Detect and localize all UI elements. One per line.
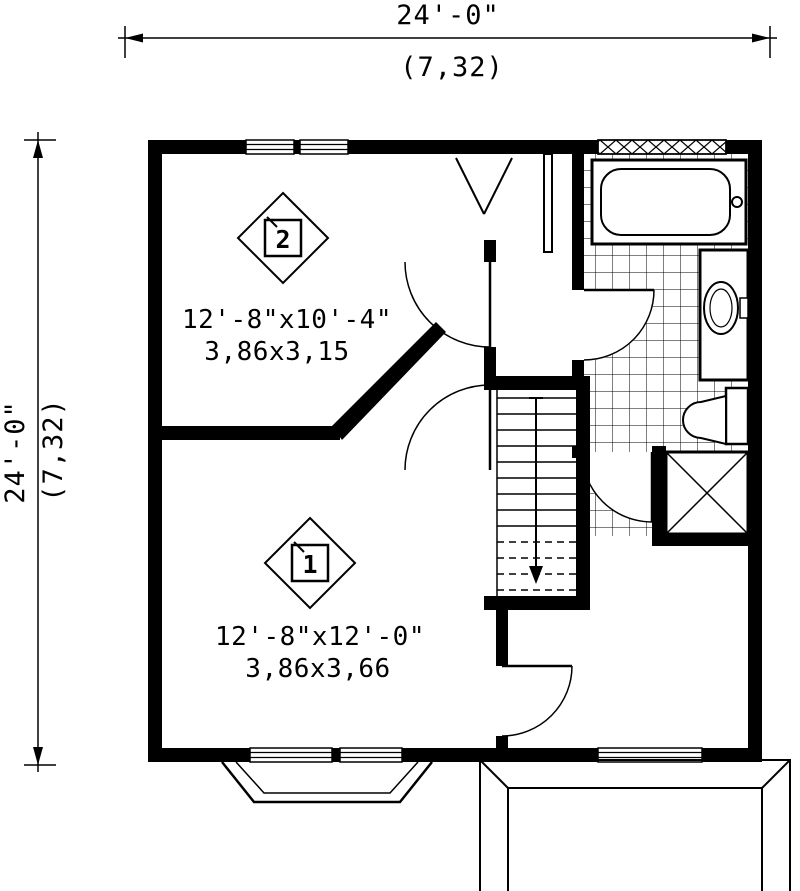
tub-faucet-icon [731, 196, 743, 208]
south-window-right [339, 747, 403, 763]
east-wall [748, 140, 762, 762]
room-2-size-imperial: 12'-8"x10'-4" [182, 305, 392, 335]
bedroom1-door [404, 384, 492, 471]
marker-tick-icon [293, 541, 305, 553]
bathroom-lower-door-swing-area [582, 452, 652, 522]
bathroom-west-wall-upper [572, 154, 584, 290]
room-2-size-metric: 3,86x3,15 [204, 337, 349, 367]
bathroom-lower-door [581, 451, 654, 523]
west-wall [148, 140, 162, 762]
room-1-number: 1 [302, 550, 317, 579]
stairs-direction-arrow [529, 397, 543, 584]
bathroom-west-wall-lower [572, 360, 584, 390]
interior-walls [162, 154, 748, 748]
south-window-left [249, 747, 333, 763]
porch-roof-outline [479, 759, 791, 891]
lower-hall-door [501, 664, 573, 737]
marker-tick-icon [266, 216, 278, 228]
bathroom [582, 154, 750, 536]
hall-wall-stub-upper [484, 240, 496, 262]
toilet [682, 386, 750, 446]
bathroom-door [583, 288, 655, 361]
bedroom-2: 2 12'-8"x10'-4" 3,86x3,15 [182, 191, 392, 367]
south-window-east [597, 747, 703, 763]
bathroom-door-swing-area [584, 290, 654, 360]
room-1-marker: 1 [263, 516, 357, 610]
below-shower-wall [652, 534, 748, 546]
dim-arrow-right-icon [752, 33, 770, 43]
bathroom-window [597, 139, 727, 155]
left-dimension-metric: (7,32) [38, 398, 69, 502]
room-1-size-imperial: 12'-8"x12'-0" [215, 622, 425, 652]
lower-hall-wall-upper [496, 610, 508, 666]
stair-landing-wall [484, 376, 590, 390]
roof-hip-lines [479, 759, 791, 789]
room-divider-wall [162, 426, 340, 440]
dim-arrow-left-icon [125, 33, 143, 43]
staircase [496, 390, 576, 596]
top-dimension: 24'-0" (7,32) [118, 0, 777, 83]
bay-window [221, 761, 433, 804]
bathtub [590, 158, 748, 246]
north-window [245, 139, 349, 155]
dim-arrow-up-icon [33, 140, 43, 158]
room-2-marker: 2 [236, 191, 330, 285]
dim-arrow-down-icon [33, 747, 43, 765]
room-2-number: 2 [275, 225, 290, 254]
stair-bottom-wall [484, 596, 590, 610]
bathroom-south-nub [572, 446, 584, 458]
stair-east-wall [576, 390, 590, 606]
lower-hall-wall-lower [496, 736, 508, 748]
left-dimension-imperial: 24'-0" [0, 400, 31, 504]
left-dimension: 24'-0" (7,32) [0, 132, 69, 772]
top-dimension-metric: (7,32) [400, 52, 504, 83]
bedroom-1: 1 12'-8"x12'-0" 3,86x3,66 [215, 516, 425, 684]
closet-double-doors [455, 157, 513, 215]
top-dimension-imperial: 24'-0" [396, 0, 500, 31]
diagonal-wall [332, 322, 446, 440]
shower [664, 450, 750, 536]
bedroom2-door [404, 261, 492, 348]
room-1-size-metric: 3,86x3,66 [245, 654, 390, 684]
sink-faucet-icon [739, 297, 749, 319]
windows [245, 139, 727, 763]
doors [404, 157, 655, 737]
shower-side-wall [652, 446, 666, 546]
closet-partition-wall [543, 153, 553, 253]
sink [698, 248, 750, 382]
